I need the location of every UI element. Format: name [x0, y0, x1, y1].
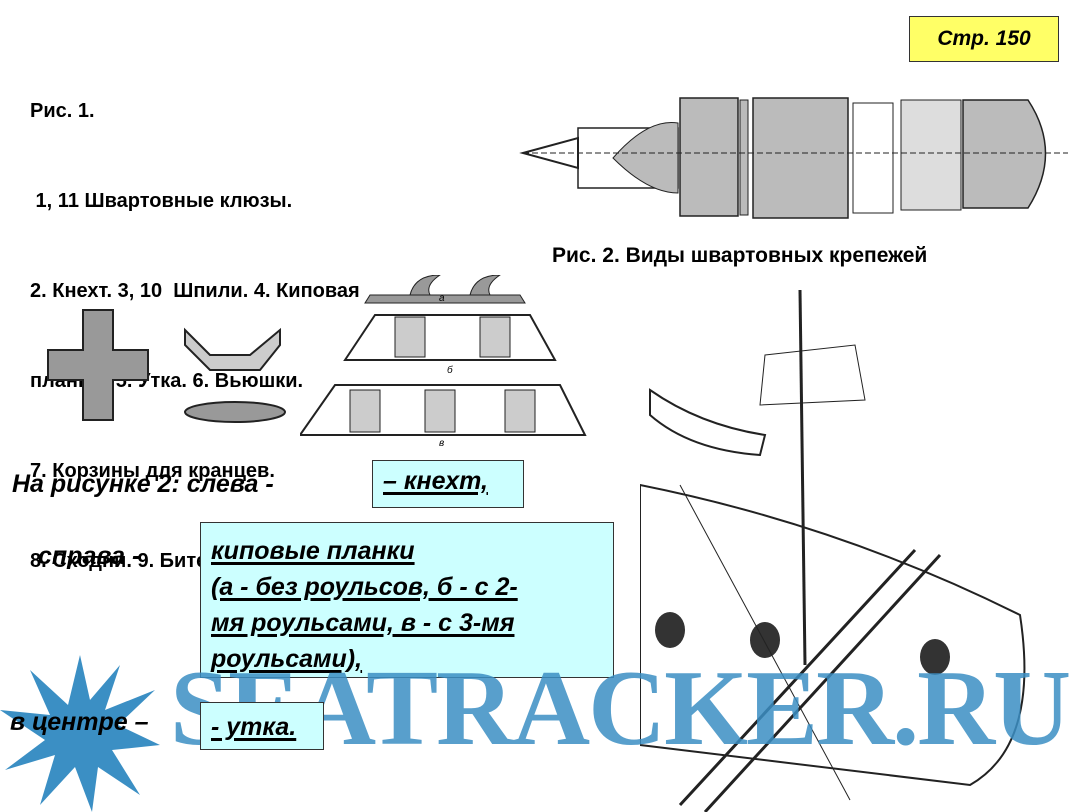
deck-plan-diagram [519, 97, 1068, 219]
question-left-label: На рисунке 2: слева - [12, 470, 274, 498]
fairlead-drawings [300, 275, 587, 436]
figure2-letter-v: в [439, 438, 445, 449]
bollard-drawing [47, 309, 149, 421]
legend-line: 7. Корзины для кранцев. [30, 460, 275, 482]
question-right-label: справа - [38, 542, 141, 570]
cleat-drawing [184, 327, 286, 423]
figure2-caption: Рис. 2. Виды швартовных крепежей [552, 244, 928, 267]
legend-line: 2. Кнехт. 3, 10 Шпили. 4. Киповая [30, 280, 360, 302]
question-center-label: в центре – [10, 708, 149, 736]
legend-line: 1, 11 Швартовные клюзы. [30, 190, 293, 212]
sun-logo [0, 655, 160, 812]
answer-right-box: киповые планки (а - без роульсов, б - с … [200, 522, 614, 678]
legend-line: Рис. 1. [30, 100, 95, 122]
answer-center-box: - утка. [200, 702, 324, 750]
answer-left-box: – кнехт, [372, 460, 524, 508]
ship-mooring-illustration [640, 289, 1026, 812]
figure2-letter-a: а [439, 293, 445, 304]
figure2-letter-b: б [447, 365, 453, 376]
page-number-badge: Стр. 150 [909, 16, 1059, 62]
